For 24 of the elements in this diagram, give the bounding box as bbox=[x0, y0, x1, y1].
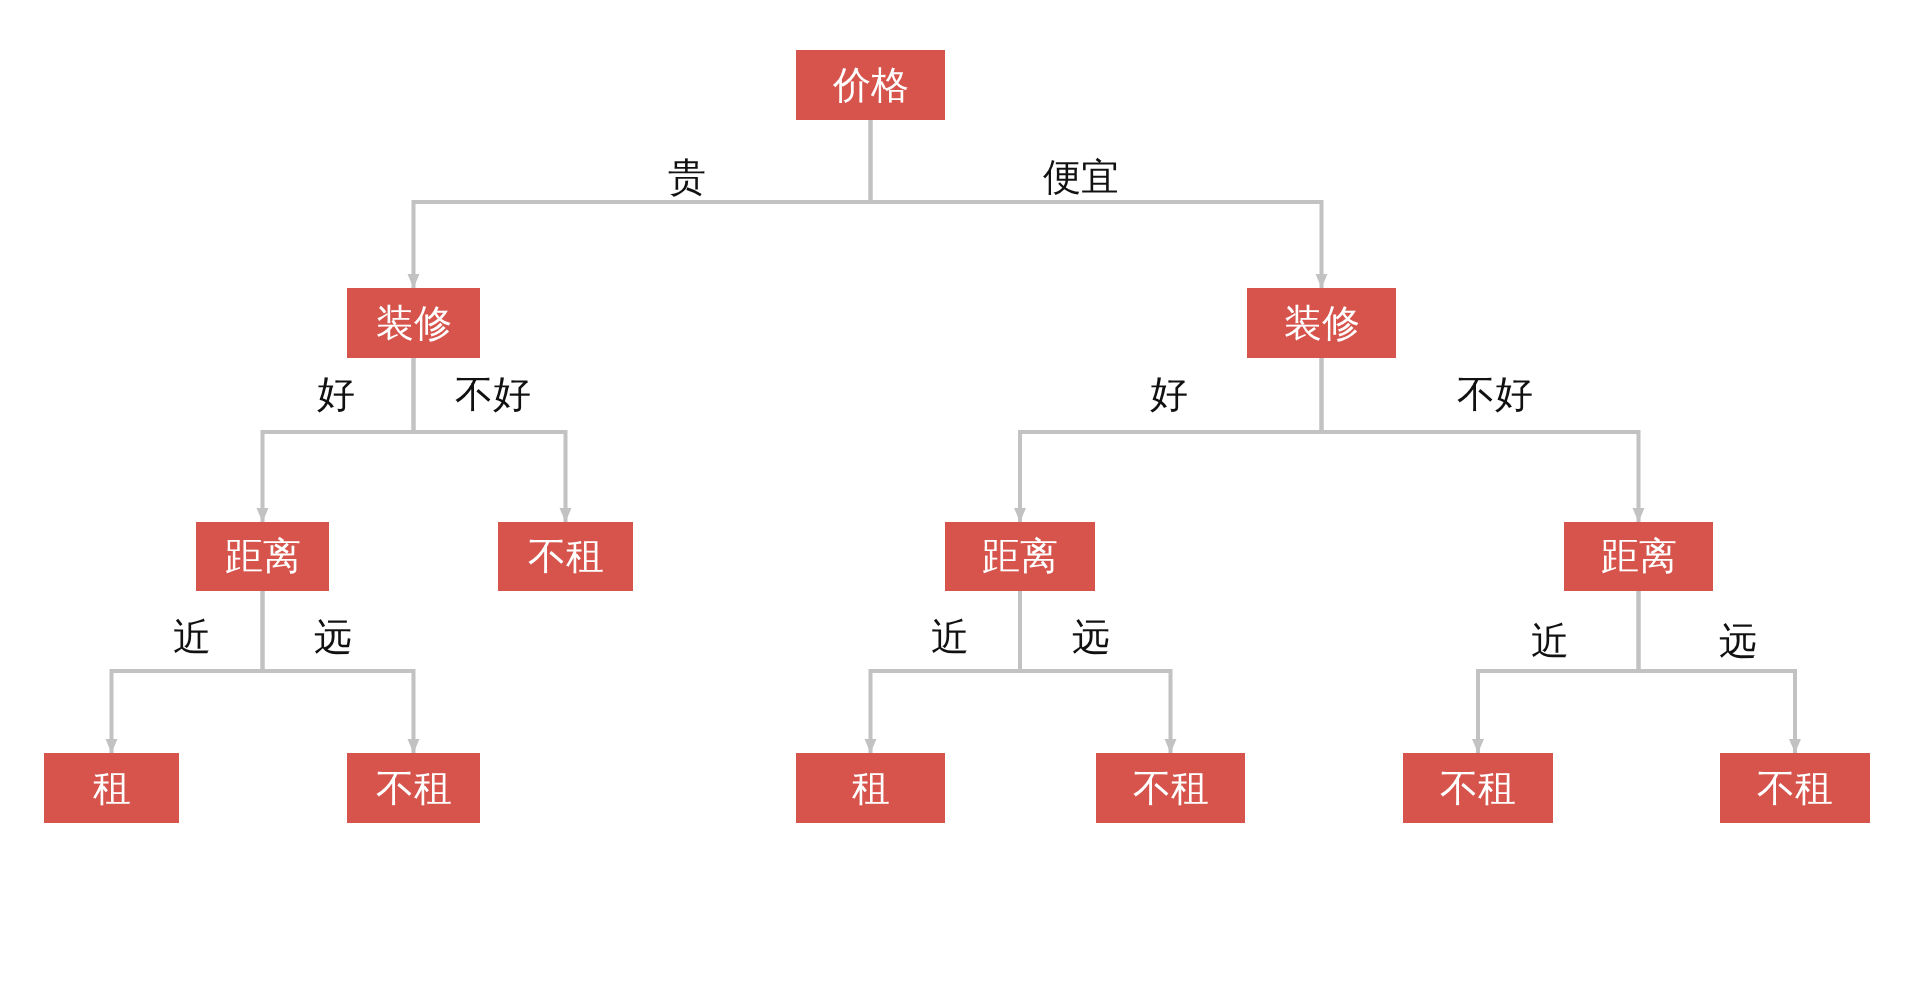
edge-label: 不好 bbox=[1455, 374, 1535, 416]
edge-label: 贵 bbox=[666, 157, 708, 199]
decision-box: 装修 bbox=[1247, 288, 1396, 358]
arrow bbox=[1018, 591, 1177, 753]
edge-label: 好 bbox=[315, 374, 357, 416]
edge-label: 不好 bbox=[453, 374, 533, 416]
decision-box: 不租 bbox=[1096, 753, 1245, 823]
decision-box: 装修 bbox=[347, 288, 480, 358]
decision-box: 不租 bbox=[347, 753, 480, 823]
arrow bbox=[868, 120, 1328, 288]
decision-box: 价格 bbox=[796, 50, 945, 120]
decision-box: 不租 bbox=[1720, 753, 1870, 823]
decision-box: 租 bbox=[44, 753, 179, 823]
edge-label: 好 bbox=[1148, 374, 1190, 416]
arrow bbox=[411, 358, 572, 522]
decision-box: 租 bbox=[796, 753, 945, 823]
decision-box: 距离 bbox=[945, 522, 1095, 591]
arrow bbox=[1636, 591, 1801, 753]
decision-box: 不租 bbox=[1403, 753, 1553, 823]
decision-box: 不租 bbox=[498, 522, 633, 591]
decision-box: 距离 bbox=[1564, 522, 1713, 591]
arrow bbox=[260, 591, 420, 753]
decision-box: 距离 bbox=[196, 522, 329, 591]
arrow bbox=[1319, 358, 1645, 522]
